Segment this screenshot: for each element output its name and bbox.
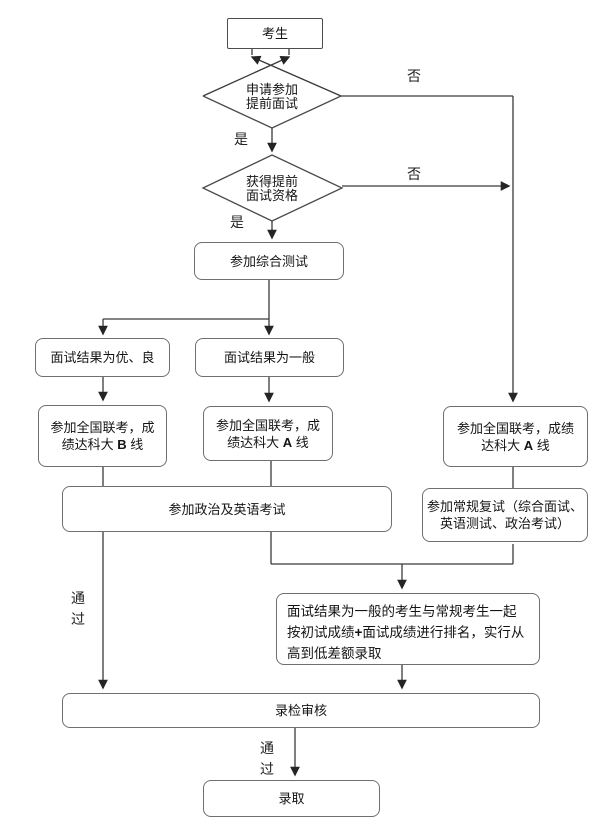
decision-qualify-diamond	[201, 154, 344, 222]
node-ranking-rule: 面试结果为一般的考生与常规考生一起 按初试成绩+面试成绩进行排名，实行从 高到低…	[276, 593, 540, 665]
label-yes-1: 是	[234, 131, 248, 147]
b-line-post: 线	[126, 437, 144, 452]
decision-apply-early-interview: 申请参加 提前面试	[210, 80, 334, 114]
decision-qualify-early-interview: 获得提前 面试资格	[210, 172, 334, 206]
a-line-right-text1: 参加全国联考，成绩	[456, 420, 574, 436]
node-admission-review-label: 录检审核	[274, 703, 327, 718]
b-line-text2: 绩达科大 B 线	[50, 436, 154, 453]
a-line-right-text2: 达科大 A 线	[457, 437, 574, 454]
a-line-mid-pre: 绩达科大	[227, 434, 283, 450]
b-line-pre: 绩达科大	[61, 437, 118, 452]
decision-apply-line1: 申请参加	[245, 82, 298, 97]
label-yes-2: 是	[230, 214, 244, 230]
a-line-right-pre: 达科大	[481, 437, 524, 453]
node-national-exam-a-line-mid: 参加全国联考，成 绩达科大 A 线	[203, 406, 333, 461]
regular-retest-text2: 英语测试、政治考试）	[439, 516, 570, 531]
ranking-text1: 面试结果为一般的考生与常规考生一起	[287, 604, 517, 619]
a-line-right-post: 线	[533, 437, 550, 453]
node-comprehensive-test: 参加综合测试	[194, 242, 344, 280]
node-result-average-label: 面试结果为一般	[223, 350, 315, 365]
decision-apply-line2: 提前面试	[245, 96, 298, 111]
ranking-text2: 按初试成绩+面试成绩进行排名，实行从	[287, 622, 524, 643]
label-pass-left: 通过	[71, 590, 85, 627]
node-national-exam-b-line: 参加全国联考，成 绩达科大 B 线	[38, 405, 167, 467]
a-line-mid-text1: 参加全国联考，成	[215, 417, 320, 433]
a-line-right-bold: A	[523, 437, 534, 453]
label-no-2: 否	[407, 166, 421, 182]
node-national-exam-a-line-right: 参加全国联考，成绩 达科大 A 线	[443, 406, 588, 467]
node-result-excellent-good: 面试结果为优、良	[35, 338, 170, 377]
node-admitted-label: 录取	[278, 791, 305, 806]
regular-retest-text1: 参加常规复试（综合面试、	[426, 499, 583, 514]
ranking-bold: +	[354, 625, 363, 640]
label-pass-bottom: 通过	[260, 740, 274, 777]
node-regular-retest: 参加常规复试（综合面试、 英语测试、政治考试）	[422, 488, 588, 542]
b-line-text1: 参加全国联考，成	[50, 420, 155, 435]
edge-cross-left	[202, 55, 291, 97]
node-comprehensive-test-label: 参加综合测试	[229, 253, 308, 269]
a-line-mid-post: 线	[292, 434, 309, 450]
ranking-text3: 高到低差额录取	[287, 646, 382, 661]
node-politics-english-exam-label: 参加政治及英语考试	[168, 501, 286, 517]
ranking-post: 面试成绩进行排名，实行从	[362, 625, 525, 640]
label-no-1: 否	[407, 68, 421, 84]
node-admitted: 录取	[203, 780, 380, 817]
decision-qualify-line2: 面试资格	[245, 188, 298, 203]
node-politics-english-exam: 参加政治及英语考试	[62, 486, 392, 532]
a-line-mid-text2: 绩达科大 A 线	[216, 434, 320, 451]
node-result-average: 面试结果为一般	[195, 338, 344, 377]
decision-qualify-line1: 获得提前	[245, 174, 298, 189]
node-candidate-label: 考生	[261, 26, 288, 41]
node-result-excellent-good-label: 面试结果为优、良	[50, 350, 155, 365]
node-admission-review: 录检审核	[62, 693, 540, 728]
edge-cross-right	[250, 55, 342, 97]
ranking-pre: 按初试成绩	[287, 625, 355, 640]
a-line-mid-bold: A	[282, 434, 293, 450]
b-line-bold: B	[117, 437, 127, 452]
node-candidate: 考生	[227, 18, 323, 49]
